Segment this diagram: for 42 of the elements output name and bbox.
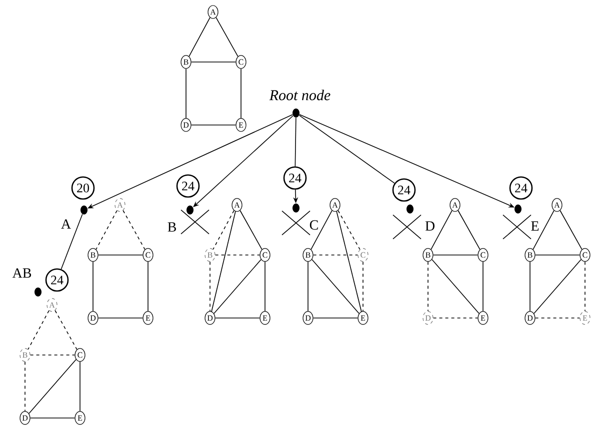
- graph-edge: [312, 259, 360, 314]
- graph-edge: [432, 259, 480, 314]
- graph-edge: [92, 261, 94, 312]
- graph-edge: [240, 210, 262, 250]
- node-label: Root node: [269, 90, 330, 100]
- graph-edge: [188, 17, 210, 57]
- graph-edge: [122, 210, 146, 250]
- graph-edge: [28, 310, 50, 350]
- graph-edge: [214, 259, 262, 314]
- graph-edge: [24, 361, 26, 412]
- graph-edge: [28, 359, 76, 414]
- graph-edge: [98, 254, 144, 256]
- node-label: E: [531, 221, 539, 231]
- node-label: D: [425, 221, 434, 231]
- graph-edge: [362, 261, 364, 312]
- graph-edge: [584, 261, 586, 312]
- node-label: AB: [12, 268, 32, 278]
- graph-edge: [216, 17, 238, 57]
- node-label: B: [168, 222, 176, 232]
- node-label: C: [310, 220, 318, 230]
- graph-edge: [211, 211, 236, 312]
- graph-edge: [338, 210, 360, 250]
- graph-edge: [432, 254, 478, 256]
- graph-edge: [336, 211, 362, 312]
- graph-edge: [430, 210, 452, 250]
- node-label: A: [61, 219, 71, 229]
- graph-edge: [532, 210, 554, 250]
- graph-edge: [534, 259, 582, 314]
- graph-edge: [534, 254, 580, 256]
- graph-edge: [310, 210, 332, 250]
- graph-edge: [240, 68, 242, 119]
- graph-edge: [30, 354, 76, 356]
- graph-edge: [54, 310, 78, 350]
- graph-edge: [312, 254, 358, 256]
- graph-edge: [482, 261, 484, 312]
- graph-edge: [212, 210, 234, 250]
- graph-edge: [560, 210, 582, 250]
- graph-edge: [190, 124, 236, 126]
- graph-edge: [264, 261, 266, 312]
- graph-edge: [96, 210, 118, 250]
- graph-edge: [214, 254, 260, 256]
- graph-edge: [458, 210, 480, 250]
